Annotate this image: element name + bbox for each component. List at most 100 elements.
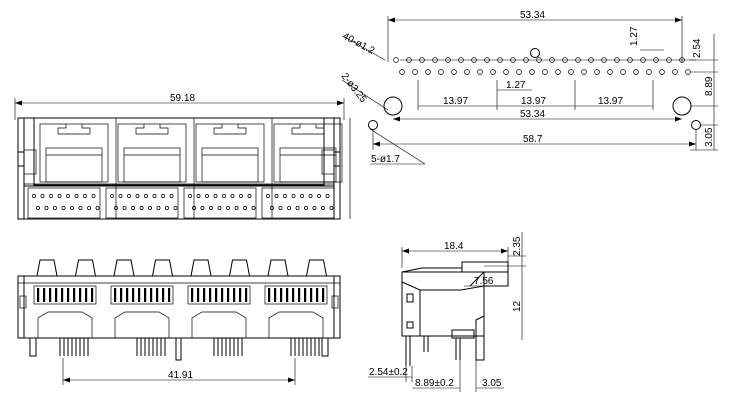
contact [73,288,76,302]
pin-hole [425,69,431,75]
mount-hole-left [383,96,403,116]
contact-block [33,285,97,305]
contact-block [110,285,174,305]
port-tab [36,259,58,277]
port-tab [228,259,251,277]
pin [165,206,169,210]
front-view-pins [29,337,329,361]
side-height-dim: 12 [512,300,523,312]
pin [161,194,165,198]
pin [200,206,205,210]
contact [126,288,129,302]
contact [322,288,325,302]
contact [215,288,218,302]
pin [53,206,57,210]
contact [191,288,194,302]
jack-opening [37,311,93,338]
contact [67,288,70,302]
front-view-pin-span-dim: 41.91 [168,370,193,381]
contact [91,288,94,302]
pin [32,194,36,198]
pin [251,206,256,210]
pin-hole [451,69,457,75]
pin [283,194,287,198]
contact [233,288,236,302]
pin [247,194,252,198]
pin [70,206,74,210]
pin-hole [536,57,542,63]
vertical-dim-2: 8.89 [704,76,715,96]
port-pitch-dim-3: 13.97 [598,96,623,107]
pin [110,194,114,198]
pin [287,206,291,210]
contact [310,288,313,302]
pin-hole [510,57,516,63]
pin [300,194,304,198]
pin [209,206,213,210]
pin-hole [399,69,405,75]
pin-hole [620,69,626,75]
contact [203,288,206,302]
mount-peg [175,337,182,361]
port-tab [305,259,328,277]
pin-hole [497,57,503,63]
pin [304,206,308,210]
pin-hole [490,69,496,75]
pin [234,206,239,210]
port-outline [117,123,187,183]
pin-hole [601,57,607,63]
port-latch [291,124,325,135]
footprint-pitch-dim: 1.27 [506,80,526,91]
pin [95,206,100,210]
pin [131,206,135,210]
pin [61,206,66,210]
pin [217,206,222,210]
contact [85,288,88,302]
pin-hole [679,57,685,63]
port-outline [195,123,265,183]
pin-hole [542,69,548,75]
footprint-span-dim: 53.34 [520,10,545,21]
contact-block [187,285,251,305]
contact [55,288,58,302]
pin [312,206,317,210]
pin [40,194,45,198]
pin-hole [562,57,568,63]
port-tab [151,259,174,277]
pcb-footprint: 53.34 1.27 40-ø1.2 2-ø3.25 5-ø1.7 1.27 1… [339,10,718,165]
contact [280,288,283,302]
hole-span-dim: 53.34 [520,109,545,120]
top-view: 59.18 [14,93,351,220]
pin [144,194,148,198]
contact [245,288,248,302]
pin-hole [523,57,529,63]
port-cavity [279,147,337,183]
port-outline [39,123,109,183]
pin [317,194,321,198]
pin-hole [555,69,561,75]
mount-peg [29,337,37,357]
locating-peg-left [368,120,378,130]
pin [243,206,247,210]
pin [127,194,131,198]
peg-holes-callout: 5-ø1.7 [371,154,400,165]
pin [230,194,235,198]
mount-hole-right [672,96,692,116]
pin-hole [581,69,587,75]
top-view-pin-rows [27,187,335,219]
pin [226,206,230,210]
pin-hole [633,69,639,75]
pin [152,194,157,198]
pin [329,206,334,210]
pin [74,194,79,198]
pin [188,194,192,198]
vertical-dim-3: 3.05 [704,127,715,147]
contact [316,288,319,302]
port-tab [74,259,97,277]
pin-block [261,187,335,219]
pin [91,194,96,198]
contact [268,288,271,302]
port-cavity [123,147,181,183]
contact [221,288,224,302]
side-depth-dim: 18.4 [444,241,464,252]
